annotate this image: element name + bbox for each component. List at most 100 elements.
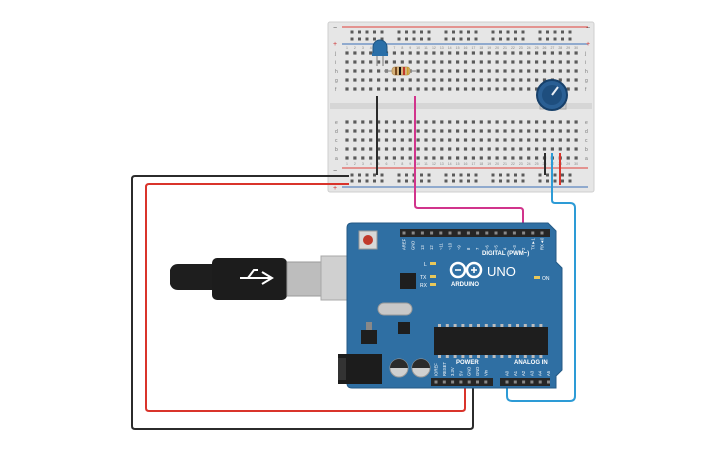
- breadboard-hole[interactable]: [432, 87, 436, 91]
- rail-hole[interactable]: [506, 37, 510, 41]
- rail-hole[interactable]: [553, 37, 557, 41]
- breadboard-hole[interactable]: [448, 138, 452, 142]
- header-pin[interactable]: [442, 380, 446, 384]
- rail-hole[interactable]: [568, 30, 572, 34]
- breadboard-hole[interactable]: [574, 120, 578, 124]
- breadboard-hole[interactable]: [440, 87, 444, 91]
- breadboard-hole[interactable]: [448, 120, 452, 124]
- breadboard-hole[interactable]: [503, 51, 507, 55]
- breadboard-hole[interactable]: [392, 87, 396, 91]
- breadboard-hole[interactable]: [456, 78, 460, 82]
- breadboard-hole[interactable]: [408, 138, 412, 142]
- breadboard-hole[interactable]: [527, 129, 531, 133]
- breadboard-hole[interactable]: [345, 51, 349, 55]
- breadboard-hole[interactable]: [471, 51, 475, 55]
- breadboard-hole[interactable]: [416, 129, 420, 133]
- breadboard-hole[interactable]: [448, 147, 452, 151]
- breadboard-hole[interactable]: [574, 78, 578, 82]
- breadboard-hole[interactable]: [519, 156, 523, 160]
- breadboard-hole[interactable]: [392, 51, 396, 55]
- breadboard-hole[interactable]: [463, 87, 468, 91]
- breadboard-hole[interactable]: [566, 138, 570, 142]
- breadboard-hole[interactable]: [440, 69, 444, 73]
- breadboard-hole[interactable]: [345, 129, 349, 133]
- rail-hole[interactable]: [521, 37, 525, 41]
- breadboard-hole[interactable]: [361, 156, 365, 160]
- breadboard-hole[interactable]: [456, 87, 460, 91]
- breadboard-hole[interactable]: [448, 60, 452, 64]
- rail-hole[interactable]: [420, 179, 423, 183]
- header-pin[interactable]: [420, 231, 424, 235]
- rail-hole[interactable]: [499, 179, 502, 183]
- breadboard-hole[interactable]: [487, 129, 491, 133]
- rail-hole[interactable]: [514, 179, 517, 183]
- breadboard-hole[interactable]: [479, 87, 483, 91]
- header-pin[interactable]: [513, 380, 517, 384]
- breadboard-hole[interactable]: [416, 120, 420, 124]
- breadboard-hole[interactable]: [392, 129, 396, 133]
- breadboard-hole[interactable]: [369, 78, 373, 82]
- rail-hole[interactable]: [561, 173, 564, 177]
- rail-hole[interactable]: [397, 173, 401, 177]
- rail-hole[interactable]: [491, 179, 495, 183]
- rail-hole[interactable]: [358, 37, 361, 41]
- breadboard-hole[interactable]: [542, 120, 547, 124]
- rail-hole[interactable]: [568, 37, 572, 41]
- breadboard-hole[interactable]: [440, 78, 444, 82]
- breadboard-hole[interactable]: [479, 156, 483, 160]
- breadboard-hole[interactable]: [463, 129, 468, 133]
- header-pin[interactable]: [540, 231, 544, 235]
- rail-hole[interactable]: [405, 37, 408, 41]
- rail-hole[interactable]: [452, 179, 455, 183]
- rail-hole[interactable]: [420, 30, 423, 34]
- breadboard-hole[interactable]: [369, 87, 373, 91]
- breadboard-hole[interactable]: [361, 51, 365, 55]
- wire-signal-pink[interactable]: [414, 96, 524, 232]
- breadboard-hole[interactable]: [424, 138, 428, 142]
- rail-hole[interactable]: [538, 30, 542, 34]
- breadboard-hole[interactable]: [353, 156, 357, 160]
- breadboard-hole[interactable]: [345, 69, 349, 73]
- breadboard-hole[interactable]: [456, 69, 460, 73]
- usb-cable[interactable]: [170, 255, 362, 301]
- breadboard-hole[interactable]: [566, 87, 570, 91]
- breadboard-hole[interactable]: [353, 87, 357, 91]
- breadboard-hole[interactable]: [566, 147, 570, 151]
- breadboard-hole[interactable]: [416, 69, 420, 73]
- rail-hole[interactable]: [506, 179, 510, 183]
- rail-hole[interactable]: [427, 173, 431, 177]
- rail-hole[interactable]: [380, 173, 384, 177]
- rail-hole[interactable]: [514, 37, 517, 41]
- rail-hole[interactable]: [365, 30, 369, 34]
- rail-hole[interactable]: [420, 37, 423, 41]
- breadboard-hole[interactable]: [479, 129, 483, 133]
- breadboard-hole[interactable]: [550, 69, 554, 73]
- rail-hole[interactable]: [380, 30, 384, 34]
- breadboard-hole[interactable]: [369, 147, 373, 151]
- rail-hole[interactable]: [452, 30, 455, 34]
- breadboard-hole[interactable]: [471, 120, 475, 124]
- rail-hole[interactable]: [499, 37, 502, 41]
- breadboard-hole[interactable]: [353, 60, 357, 64]
- breadboard-hole[interactable]: [384, 156, 389, 160]
- breadboard-hole[interactable]: [542, 69, 547, 73]
- breadboard-hole[interactable]: [377, 129, 381, 133]
- breadboard-hole[interactable]: [550, 129, 554, 133]
- breadboard-hole[interactable]: [471, 78, 475, 82]
- breadboard-hole[interactable]: [440, 60, 444, 64]
- breadboard-hole[interactable]: [479, 147, 483, 151]
- rail-hole[interactable]: [373, 30, 376, 34]
- breadboard-hole[interactable]: [456, 51, 460, 55]
- breadboard-hole[interactable]: [566, 120, 570, 124]
- rail-hole[interactable]: [499, 173, 502, 177]
- header-pin[interactable]: [503, 231, 507, 235]
- rail-hole[interactable]: [506, 173, 510, 177]
- breadboard-hole[interactable]: [392, 147, 396, 151]
- breadboard-hole[interactable]: [440, 138, 444, 142]
- rail-hole[interactable]: [427, 37, 431, 41]
- breadboard-hole[interactable]: [440, 120, 444, 124]
- rail-hole[interactable]: [474, 173, 478, 177]
- breadboard-hole[interactable]: [535, 51, 539, 55]
- rail-hole[interactable]: [467, 179, 470, 183]
